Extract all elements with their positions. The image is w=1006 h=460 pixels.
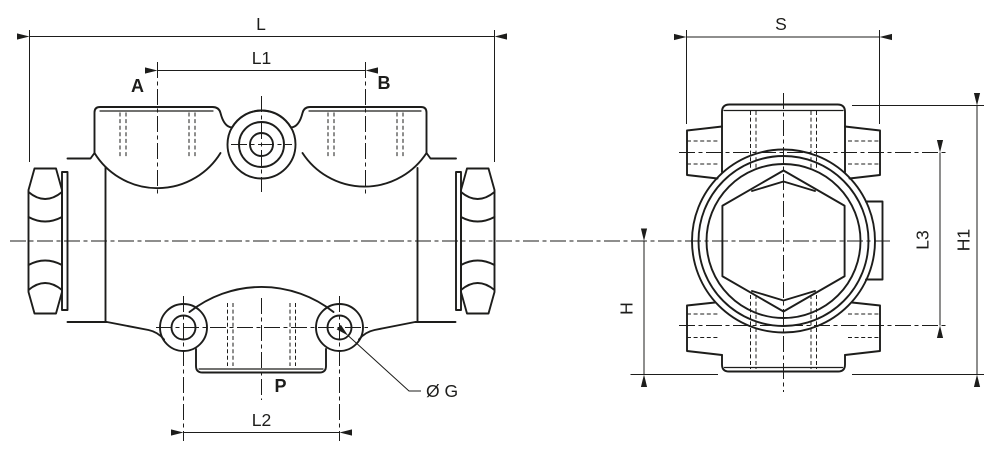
dimension-L: L — [17, 14, 507, 162]
dim-label-L2: L2 — [252, 410, 271, 430]
front-view-centerlines — [156, 62, 368, 441]
internal-hex — [721, 169, 846, 313]
right-end-nut — [455, 167, 496, 315]
left-end-nut — [27, 167, 69, 315]
dim-label-L3: L3 — [913, 230, 933, 249]
dimension-L2: L2 — [171, 410, 352, 436]
nameplate-edge-tab — [865, 200, 884, 281]
right-mount-hole-circle — [326, 314, 353, 341]
port-b-blend-arc — [301, 152, 428, 188]
thread-size-callout: Ø G — [336, 324, 458, 401]
bottom-boss-outline — [721, 354, 846, 373]
side-view: S H1 L3 H — [617, 14, 984, 392]
front-view-thread-lines — [119, 112, 404, 366]
dim-label-H: H — [617, 302, 637, 315]
port-p-label: P — [274, 376, 286, 396]
body-bottom-left-outline — [66, 321, 165, 341]
side-view-thread-lines — [687, 111, 880, 369]
dimension-L3: L3 — [913, 140, 944, 338]
body-bottom-right-outline — [358, 321, 457, 341]
top-boss-outline — [721, 103, 846, 173]
side-wings — [686, 125, 881, 356]
center-hole-bore-circle — [249, 132, 274, 157]
dim-label-L: L — [256, 14, 266, 34]
port-p-blend-arc — [188, 286, 335, 313]
right-mount-lug-circle — [315, 303, 364, 352]
thread-size-label: Ø G — [426, 381, 458, 401]
body-middle-circle — [697, 155, 870, 327]
body-outer-circle — [691, 148, 876, 334]
dim-label-S: S — [775, 14, 787, 34]
dimension-S: S — [674, 14, 892, 124]
center-hole-outer-circle — [238, 121, 285, 168]
port-a-label: A — [131, 76, 144, 96]
left-mount-lug-circle — [159, 303, 208, 352]
dimension-L1: L1 — [145, 48, 378, 74]
port-b-label: B — [378, 73, 391, 93]
center-boss-circle — [226, 109, 297, 180]
dimension-H1: H1 — [852, 93, 984, 387]
side-view-centerlines — [679, 93, 947, 392]
body-inner-circle — [705, 163, 862, 319]
dim-label-H1: H1 — [954, 229, 974, 251]
dim-label-L1: L1 — [252, 48, 271, 68]
left-mount-hole-circle — [170, 314, 197, 341]
port-a-blend-arc — [93, 152, 222, 190]
dimension-H: H — [617, 228, 718, 387]
front-view: L L1 L2 A B P Ø G — [17, 14, 507, 441]
port-p-foot-outline — [195, 348, 327, 374]
